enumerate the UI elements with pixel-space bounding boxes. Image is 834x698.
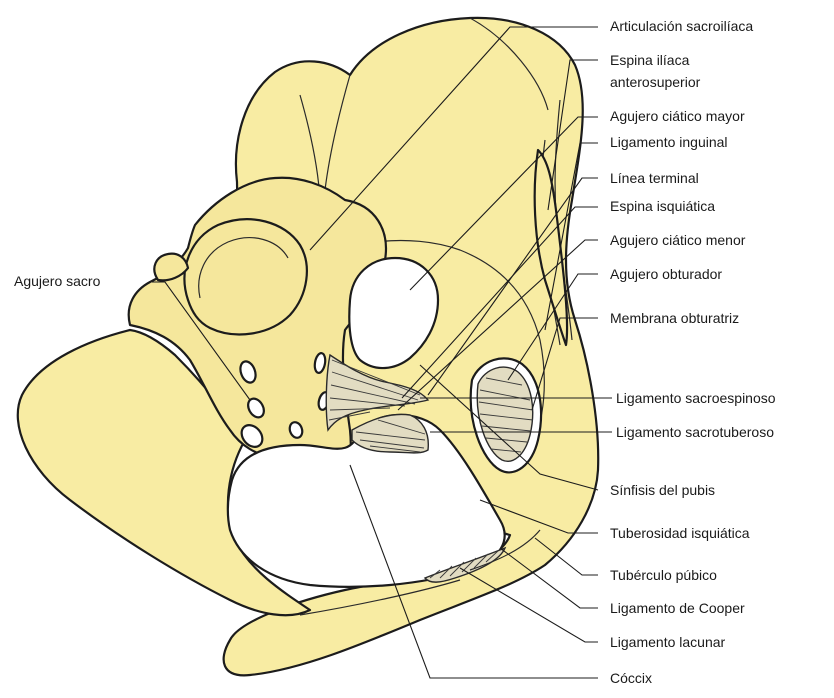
label-espina-iliaca-line1: Espina ilíaca [610, 52, 689, 69]
label-espina-isquiatica: Espina isquiática [610, 198, 715, 215]
label-agujero-ciatico-menor: Agujero ciático menor [610, 232, 745, 249]
label-tuberosidad-isquiatica: Tuberosidad isquiática [610, 525, 750, 542]
label-espina-iliaca-line2: anterosuperior [610, 74, 700, 91]
label-ligamento-inguinal: Ligamento inguinal [610, 134, 728, 151]
label-agujero-obturador: Agujero obturador [610, 266, 722, 283]
label-ligamento-sacrotuberoso: Ligamento sacrotuberoso [616, 424, 774, 441]
label-membrana-obturatriz: Membrana obturatriz [610, 310, 739, 327]
label-sinfisis-del-pubis: Sínfisis del pubis [610, 482, 715, 499]
label-ligamento-sacroespinoso: Ligamento sacroespinoso [616, 390, 776, 407]
label-agujero-sacro: Agujero sacro [14, 273, 100, 290]
label-ligamento-lacunar: Ligamento lacunar [610, 634, 725, 651]
label-linea-terminal: Línea terminal [610, 170, 699, 187]
label-coccix: Cóccix [610, 670, 652, 687]
label-agujero-ciatico-mayor: Agujero ciático mayor [610, 108, 745, 125]
label-articulacion-sacroiliaca: Articulación sacroilíaca [610, 18, 753, 35]
label-tuberculo-pubico: Tubérculo púbico [610, 567, 717, 584]
label-ligamento-de-cooper: Ligamento de Cooper [610, 600, 745, 617]
